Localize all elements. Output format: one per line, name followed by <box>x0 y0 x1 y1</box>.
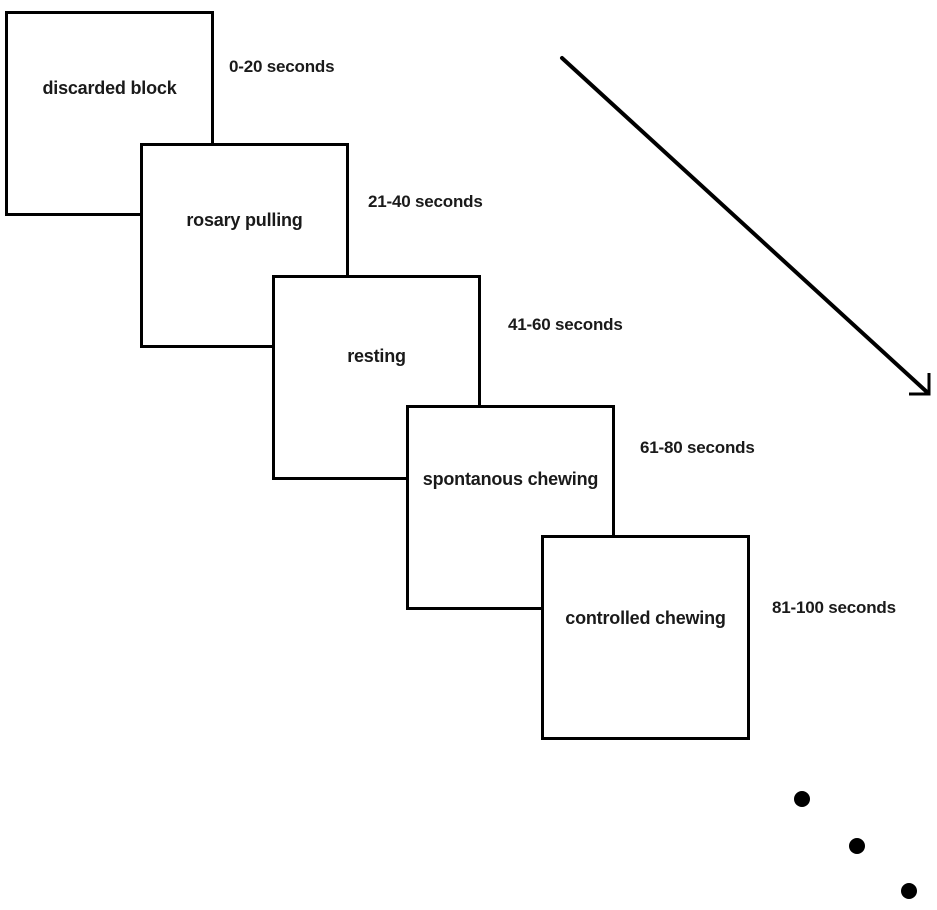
block-label-controlled-chewing: controlled chewing <box>565 608 726 628</box>
block-label-discarded: discarded block <box>42 78 177 98</box>
time-label-81-100: 81-100 seconds <box>772 598 896 617</box>
time-arrow-shaft <box>560 56 930 395</box>
time-arrow-head <box>909 373 931 396</box>
time-label-61-80: 61-80 seconds <box>640 438 755 457</box>
continuation-dots <box>794 791 917 899</box>
block-label-rosary-pulling: rosary pulling <box>186 210 303 230</box>
block-rosary-pulling: rosary pulling <box>140 143 349 348</box>
continuation-dot-1 <box>794 791 810 807</box>
block-spontanous-chewing: spontanous chewing <box>406 405 615 610</box>
time-label-41-60: 41-60 seconds <box>508 315 623 334</box>
block-label-resting: resting <box>347 346 406 366</box>
block-discarded: discarded block <box>5 11 214 216</box>
time-label-21-40: 21-40 seconds <box>368 192 483 211</box>
block-controlled-chewing: controlled chewing <box>541 535 750 740</box>
time-label-0-20: 0-20 seconds <box>229 57 335 76</box>
continuation-dot-2 <box>849 838 865 854</box>
block-label-spontanous-chewing: spontanous chewing <box>422 469 599 489</box>
continuation-dot-3 <box>901 883 917 899</box>
time-arrow-icon <box>560 56 931 396</box>
